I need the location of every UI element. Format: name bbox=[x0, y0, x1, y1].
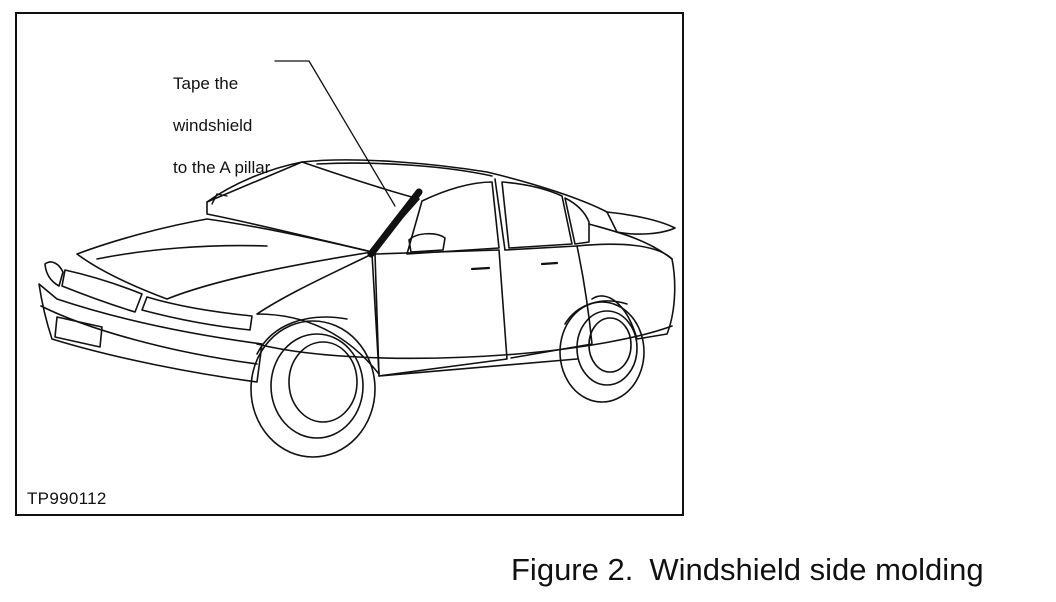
callout-leader-line bbox=[274, 60, 396, 207]
front-wheel bbox=[250, 316, 376, 458]
front-bumper bbox=[38, 283, 263, 383]
callout-line-3: to the A pillar bbox=[173, 158, 271, 177]
figure-caption-text: Windshield side molding bbox=[649, 552, 984, 587]
sedan-illustration bbox=[38, 60, 676, 458]
roof-inner-line bbox=[316, 162, 493, 177]
rear-door-outline bbox=[504, 245, 593, 359]
trunk-lid bbox=[588, 223, 673, 260]
body-side-line bbox=[256, 325, 673, 360]
rear-wheel bbox=[559, 300, 645, 403]
front-door-window bbox=[406, 181, 500, 255]
hood-outline bbox=[76, 218, 373, 300]
callout-line-1: Tape the bbox=[173, 74, 239, 93]
side-mirror bbox=[408, 232, 446, 253]
figure-frame: Tape the windshield to the A pillar TP99… bbox=[15, 12, 684, 516]
figure-caption: Figure 2. Windshield side molding bbox=[511, 552, 984, 588]
rear-door-handle bbox=[540, 261, 559, 266]
a-pillar-tape bbox=[367, 188, 423, 258]
left-headlight bbox=[44, 261, 64, 287]
b-pillar bbox=[494, 178, 506, 251]
figure-number: Figure 2. bbox=[511, 552, 634, 587]
front-door-outline bbox=[374, 249, 508, 377]
rocker-panel bbox=[378, 358, 578, 377]
roof-outline bbox=[206, 159, 608, 213]
rear-quarter bbox=[576, 243, 676, 340]
rear-door-window bbox=[501, 181, 573, 249]
hood-crease bbox=[96, 244, 268, 260]
figure-id-label: TP990112 bbox=[27, 489, 107, 508]
license-plate bbox=[54, 316, 103, 348]
quarter-window bbox=[564, 197, 590, 245]
rear-spoiler bbox=[606, 211, 676, 235]
front-door-handle bbox=[470, 266, 491, 271]
callout-line-2: windshield bbox=[173, 116, 253, 135]
right-headlight bbox=[141, 296, 253, 331]
front-lower-line bbox=[40, 305, 258, 365]
tape-callout: Tape the windshield to the A pillar bbox=[173, 52, 270, 199]
front-fender bbox=[256, 253, 380, 375]
grille bbox=[61, 269, 143, 313]
antenna bbox=[211, 193, 228, 205]
